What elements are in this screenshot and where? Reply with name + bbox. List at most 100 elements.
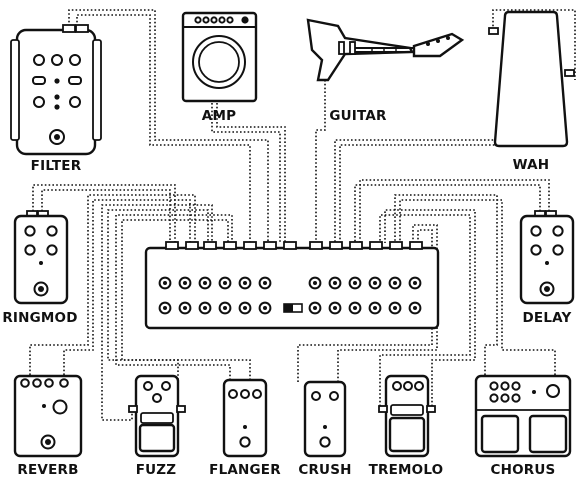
guitar-tuner-1 xyxy=(426,42,430,46)
patchbay-input-jack[interactable] xyxy=(223,241,237,250)
filter-knob-4[interactable] xyxy=(33,96,45,108)
delay-knob-3[interactable] xyxy=(530,244,542,256)
flanger-footswitch[interactable] xyxy=(239,436,251,448)
amp[interactable]: AMP xyxy=(181,11,258,124)
wah-pedal[interactable]: WAH xyxy=(488,10,575,173)
reverb-knob-4[interactable] xyxy=(59,378,69,388)
tremolo-knob-3[interactable] xyxy=(414,381,424,391)
ringmod-knob-4[interactable] xyxy=(46,244,58,256)
filter-slider-2[interactable] xyxy=(68,76,82,85)
amp-power-light xyxy=(241,16,249,24)
delay-pedal[interactable]: DELAY xyxy=(519,210,575,326)
patchbay-jack-hole xyxy=(223,306,227,310)
reverb-knob-1[interactable] xyxy=(20,378,30,388)
amp-knob-4[interactable] xyxy=(218,16,226,24)
cable-tremolo-2 xyxy=(384,209,476,410)
patchbay-input-jack[interactable] xyxy=(263,241,277,250)
amp-knob-5[interactable] xyxy=(226,16,234,24)
amp-knob-3[interactable] xyxy=(210,16,218,24)
patchbay-input-jack[interactable] xyxy=(185,241,199,250)
chorus-footswitch-right[interactable] xyxy=(528,414,568,454)
filter-jack-in xyxy=(75,24,89,33)
flanger-knob-3[interactable] xyxy=(252,389,262,399)
flanger-led xyxy=(243,425,247,429)
filter-knob-3[interactable] xyxy=(69,54,81,66)
chorus-knob-2[interactable] xyxy=(500,381,510,391)
guitar-label: GUITAR xyxy=(329,108,387,124)
patchbay-input-jack[interactable] xyxy=(409,241,423,250)
filter-slider-1[interactable] xyxy=(32,76,46,85)
reverb-footswitch-cap xyxy=(45,439,51,445)
guitar[interactable]: GUITAR xyxy=(306,18,465,124)
patchbay-jack-hole xyxy=(373,281,377,285)
delay-knob-2[interactable] xyxy=(552,225,564,237)
chorus-pedal[interactable]: CHORUS xyxy=(474,374,572,478)
delay-knob-1[interactable] xyxy=(530,225,542,237)
chorus-knob-5[interactable] xyxy=(500,393,510,403)
ringmod-knob-2[interactable] xyxy=(46,225,58,237)
wah-label: WAH xyxy=(513,157,550,173)
patchbay-input-jack[interactable] xyxy=(309,241,323,250)
crush-pedal[interactable]: CRUSH xyxy=(298,380,351,478)
filter-knob-1[interactable] xyxy=(33,54,45,66)
patchbay-input-jack[interactable] xyxy=(349,241,363,250)
reverb-knob-3[interactable] xyxy=(44,378,54,388)
wah-jack-right xyxy=(564,69,575,77)
amp-knob-1[interactable] xyxy=(194,16,202,24)
reverb-big-knob[interactable] xyxy=(52,399,68,415)
chorus-knob-1[interactable] xyxy=(489,381,499,391)
fuzz-knob-1[interactable] xyxy=(143,381,153,391)
guitar-pickup-2 xyxy=(349,41,356,55)
tremolo-knob-2[interactable] xyxy=(403,381,413,391)
crush-knob-2[interactable] xyxy=(329,391,339,401)
ringmod-knob-3[interactable] xyxy=(24,244,36,256)
fuzz-knob-2[interactable] xyxy=(161,381,171,391)
amp-knob-2[interactable] xyxy=(202,16,210,24)
patchbay-jack-hole xyxy=(183,306,187,310)
fuzz-pedal[interactable]: FUZZ xyxy=(128,374,186,478)
chorus-footswitch-left[interactable] xyxy=(480,414,520,454)
cable-guitar xyxy=(315,80,326,243)
delay-knob-4[interactable] xyxy=(552,244,564,256)
fuzz-knob-3[interactable] xyxy=(152,393,162,403)
guitar-tuner-2 xyxy=(436,39,440,43)
patchbay xyxy=(144,241,440,330)
tremolo-knob-1[interactable] xyxy=(392,381,402,391)
patchbay-input-jack[interactable] xyxy=(165,241,179,250)
fuzz-treadle[interactable] xyxy=(138,423,176,453)
reverb-label: REVERB xyxy=(17,462,78,478)
cable-delay-1 xyxy=(354,184,541,243)
filter-led xyxy=(54,78,60,84)
chorus-knob-4[interactable] xyxy=(489,393,499,403)
flanger-knob-2[interactable] xyxy=(240,389,250,399)
tremolo-treadle[interactable] xyxy=(388,416,426,453)
filter-knob-2[interactable] xyxy=(51,54,63,66)
chorus-led xyxy=(532,390,536,394)
patchbay-jack-hole xyxy=(373,306,377,310)
chorus-big-knob[interactable] xyxy=(546,384,560,398)
chorus-knob-6[interactable] xyxy=(511,393,521,403)
patchbay-input-jack[interactable] xyxy=(369,241,383,250)
flanger-knob-1[interactable] xyxy=(228,389,238,399)
ringmod-pedal[interactable]: RINGMOD xyxy=(2,210,77,326)
patchbay-jack-hole xyxy=(203,306,207,310)
patchbay-input-jack[interactable] xyxy=(203,241,217,250)
cable-chorus-2 xyxy=(399,199,556,375)
reverb-pedal[interactable]: REVERB xyxy=(13,374,83,478)
crush-footswitch[interactable] xyxy=(319,436,331,448)
tremolo-label: TREMOLO xyxy=(369,462,444,478)
crush-knob-1[interactable] xyxy=(311,391,321,401)
patchbay-input-jack[interactable] xyxy=(243,241,257,250)
patchbay-input-jack[interactable] xyxy=(329,241,343,250)
patchbay-input-jack[interactable] xyxy=(283,241,297,250)
tremolo-pedal[interactable]: TREMOLO xyxy=(369,374,444,478)
reverb-knob-2[interactable] xyxy=(32,378,42,388)
chorus-knob-3[interactable] xyxy=(511,381,521,391)
flanger-pedal[interactable]: FLANGER xyxy=(209,378,281,478)
filter-pedal[interactable]: FILTER xyxy=(10,24,102,174)
tremolo-jack-left xyxy=(378,405,388,413)
ringmod-knob-1[interactable] xyxy=(24,225,36,237)
filter-knob-5[interactable] xyxy=(69,96,81,108)
patchbay-input-jack[interactable] xyxy=(389,241,403,250)
cable-fuzz-2 xyxy=(107,209,209,410)
